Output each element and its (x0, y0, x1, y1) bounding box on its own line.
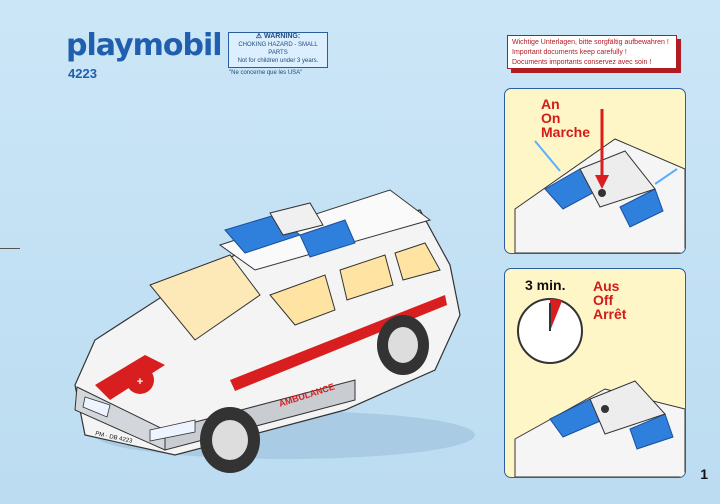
notice-en: Important documents keep carefully ! (512, 49, 627, 56)
label-off-de: Aus (593, 278, 620, 294)
ambulance-illustration: + AMBULANCE PM · DB 4223 (74, 189, 475, 473)
clock-icon (517, 298, 583, 364)
panel-light-off: 3 min. Aus Off Arrêt (504, 268, 686, 478)
usa-note: "Ne concerne que les USA" (229, 70, 303, 76)
notice-fr: Documents importants conservez avec soin… (512, 59, 652, 66)
product-number: 4223 (68, 66, 97, 81)
label-off-fr: Arrêt (593, 306, 627, 322)
brand-logo: playmobil (66, 28, 223, 63)
light-off-illustration (514, 298, 685, 477)
choking-warning: ⚠ WARNING: CHOKING HAZARD - SMALL PARTS … (228, 32, 328, 68)
light-on-illustration (514, 109, 685, 253)
label-on-fr: Marche (541, 124, 591, 140)
warning-line-1: CHOKING HAZARD - SMALL PARTS (238, 42, 318, 56)
warning-line-2: Not for children under 3 years. (237, 58, 319, 64)
fold-mark (0, 248, 20, 249)
label-on-en: On (541, 110, 561, 126)
label-off-en: Off (593, 292, 614, 308)
keep-documents-notice: Wichtige Unterlagen, bitte sorgfältig au… (507, 35, 677, 69)
label-on-de: An (541, 96, 560, 112)
svg-text:+: + (137, 376, 143, 388)
warning-title: ⚠ WARNING: (229, 33, 327, 41)
panel-light-on: An On Marche (504, 88, 686, 254)
warning-triangle-icon: ⚠ (255, 33, 263, 40)
warning-title-text: WARNING: (264, 33, 301, 40)
timer-label: 3 min. (525, 277, 566, 293)
notice-de: Wichtige Unterlagen, bitte sorgfältig au… (512, 39, 669, 46)
page-number: 1 (700, 466, 708, 482)
